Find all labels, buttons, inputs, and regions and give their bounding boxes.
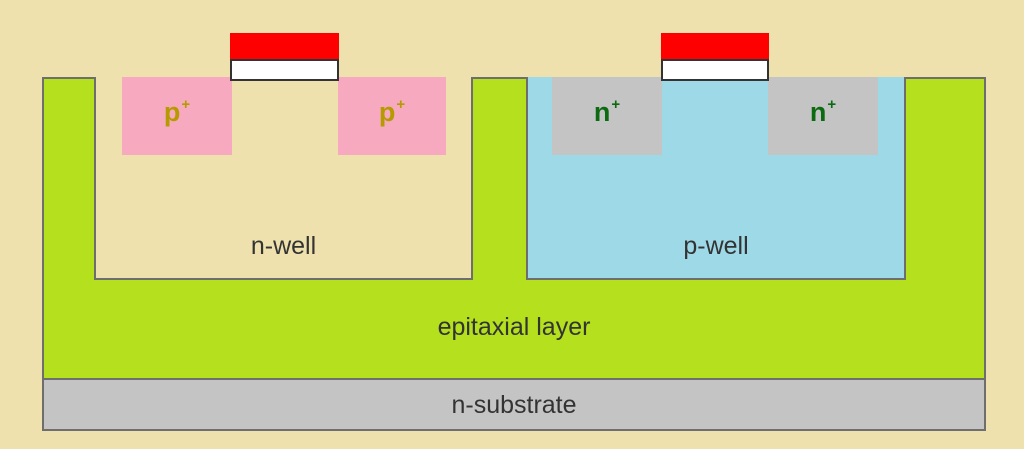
- n-plus-label-left: n+: [593, 96, 621, 127]
- p-plus-diffusion-right: [338, 77, 446, 155]
- n-plus-diffusion-left: [552, 77, 662, 155]
- n-well-label: n-well: [250, 232, 317, 260]
- n-substrate-label: n-substrate: [451, 391, 577, 419]
- nmos-gate-metal: [661, 33, 769, 64]
- n-substrate: [42, 378, 986, 431]
- nmos-gate-oxide: [661, 59, 769, 81]
- p-plus-label-right: p+: [378, 96, 406, 127]
- epitaxial-layer-label: epitaxial layer: [437, 313, 591, 341]
- pmos-gate-metal: [230, 33, 339, 64]
- n-plus-label-right: n+: [809, 96, 837, 127]
- pmos-gate-oxide: [230, 59, 339, 81]
- p-well-label: p-well: [683, 232, 749, 260]
- n-plus-diffusion-right: [768, 77, 878, 155]
- p-plus-diffusion-left: [122, 77, 232, 155]
- p-plus-label-left: p+: [163, 96, 191, 127]
